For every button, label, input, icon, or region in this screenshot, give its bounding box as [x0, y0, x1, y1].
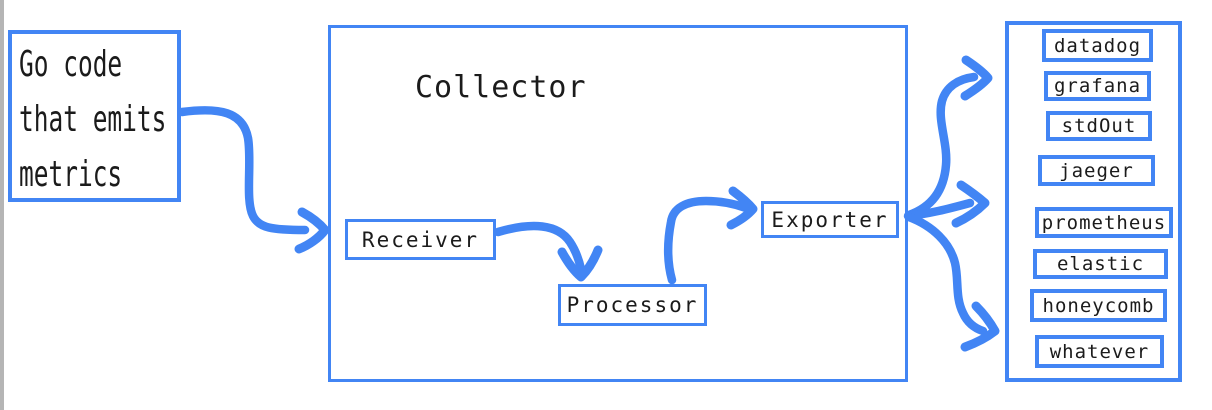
sink-label: honeycomb	[1042, 294, 1155, 317]
sink-label: grafana	[1053, 75, 1142, 97]
arrow-source-to-collector-icon	[177, 106, 330, 254]
stage-processor: Processor	[558, 284, 707, 326]
sink-label: datadog	[1053, 34, 1142, 57]
sink-label: whatever	[1049, 340, 1150, 363]
source-line-3: metrics	[19, 154, 123, 195]
sink-honeycomb: honeycomb	[1030, 289, 1167, 322]
sink-label: stdOut	[1061, 115, 1137, 137]
sink-prometheus: prometheus	[1035, 207, 1173, 238]
collector-title: Collector	[415, 70, 587, 105]
sink-label: prometheus	[1041, 211, 1167, 234]
sink-label: jaeger	[1059, 159, 1134, 182]
arrow-exporter-to-sinks-bottom-icon	[904, 212, 1000, 352]
left-gray-bar	[0, 0, 4, 410]
source-box: Go code that emits metrics	[8, 30, 181, 202]
sink-whatever: whatever	[1035, 335, 1164, 368]
stage-exporter-label: Exporter	[771, 207, 889, 232]
sink-elastic: elastic	[1033, 249, 1168, 279]
sink-jaeger: jaeger	[1038, 155, 1155, 186]
sink-grafana: grafana	[1044, 71, 1151, 101]
stage-receiver-label: Receiver	[361, 227, 480, 252]
stage-receiver: Receiver	[345, 219, 496, 260]
source-line-2: that emits	[19, 99, 167, 140]
sink-datadog: datadog	[1042, 29, 1153, 62]
stage-processor-label: Processor	[566, 293, 699, 317]
sink-stdout: stdOut	[1046, 111, 1152, 141]
arrow-exporter-to-sinks-top-icon	[904, 55, 993, 220]
sink-label: elastic	[1056, 253, 1145, 275]
arrow-exporter-to-sinks-middle-icon	[903, 180, 990, 228]
stage-exporter: Exporter	[761, 201, 899, 238]
source-line-1: Go code	[19, 44, 123, 85]
source-box-text: Go code that emits metrics	[19, 37, 166, 202]
